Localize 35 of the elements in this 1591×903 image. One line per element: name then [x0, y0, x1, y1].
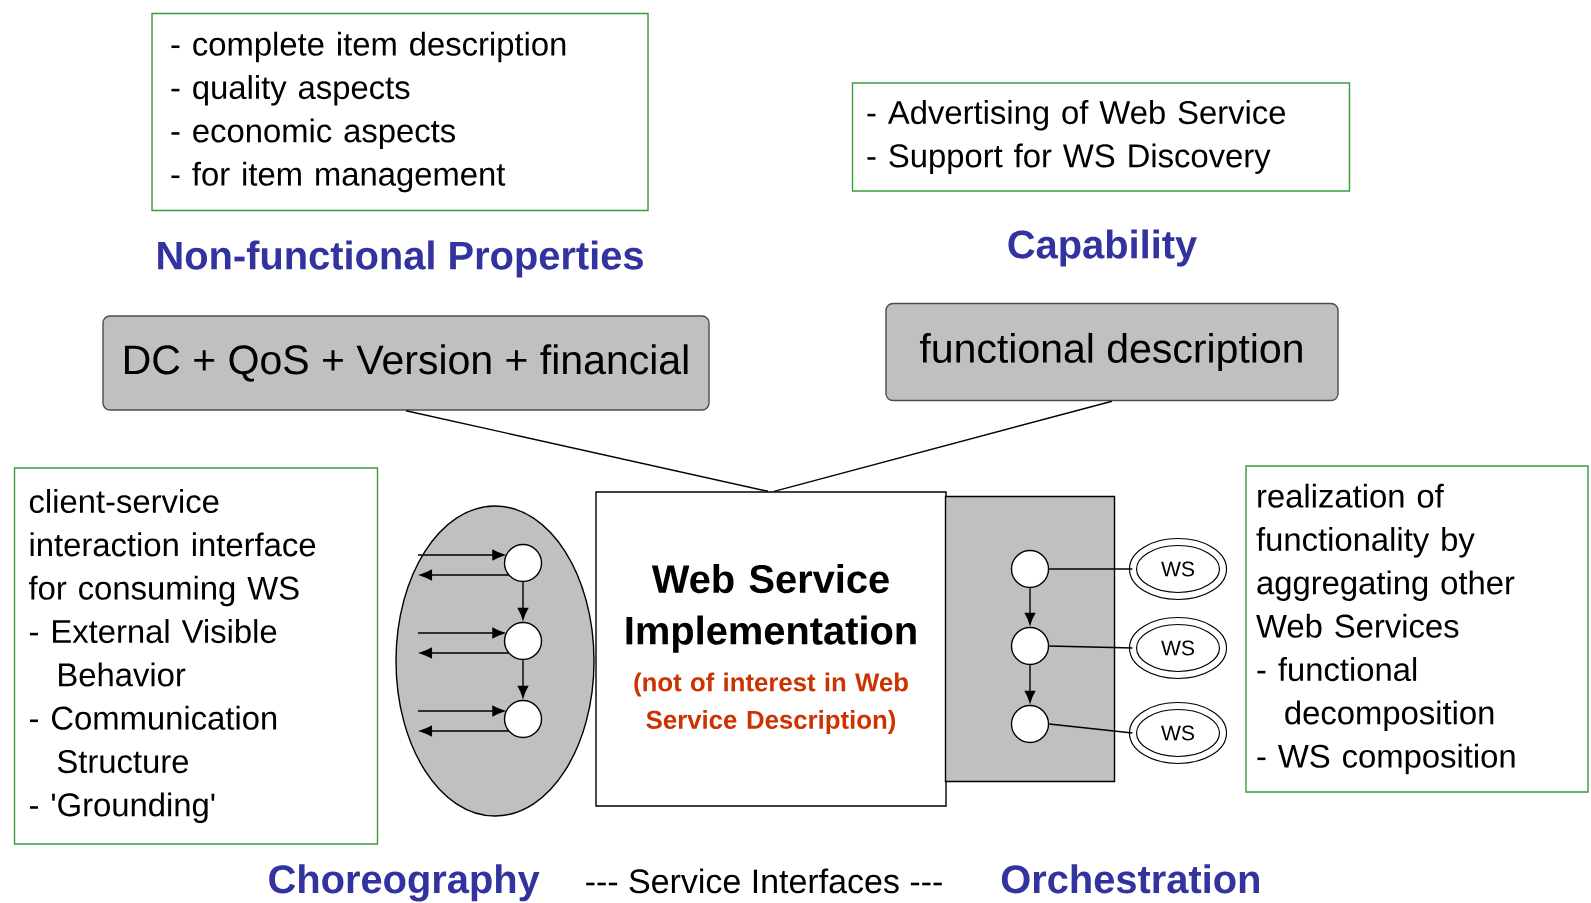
connector-line: [1048, 645, 1134, 649]
heading: Choreography: [269, 864, 540, 902]
arrow: [417, 549, 505, 561]
arrow: [417, 705, 505, 717]
text-box: - complete item description - quality aspects - economic aspects - for item management: [151, 12, 649, 212]
heading: Non-functional Properties: [158, 240, 643, 278]
choreography-ellipse: [395, 505, 595, 817]
arrow: [419, 725, 510, 737]
state-circle: [503, 543, 543, 583]
arrow: [517, 581, 529, 620]
state-circle: [503, 621, 543, 661]
caption-text: --- Service Interfaces ---: [586, 868, 942, 894]
text-box: - Advertising of Web Service - Support for WS Discovery: [851, 82, 1351, 192]
arrow: [1024, 587, 1036, 625]
description-box: DC + QoS + Version + financial: [102, 315, 710, 411]
connector-line: [405, 410, 769, 492]
connector-line: [1048, 568, 1134, 570]
state-circle: [1010, 626, 1050, 666]
heading: Orchestration: [1001, 864, 1259, 894]
arrow: [1024, 664, 1036, 703]
state-circle: [1010, 704, 1050, 744]
state-circle: [1010, 549, 1050, 589]
arrow: [517, 659, 529, 698]
text-box: realization of functionality by aggregating other Web Services - functional decomposition - WS composition: [1245, 465, 1589, 793]
connector-line: [1048, 723, 1134, 734]
arrow: [417, 627, 505, 639]
arrow: [419, 569, 510, 581]
arrow: [419, 647, 510, 659]
description-box: functional description: [885, 302, 1339, 402]
orchestration-panel: [944, 495, 1116, 783]
state-circle: [503, 699, 543, 739]
implementation-box: Web Service Implementation (not of interest in Web Service Description): [595, 491, 947, 807]
heading: Capability: [1008, 229, 1197, 267]
connector-line: [773, 400, 1113, 492]
text-box: client-service interaction interface for consuming WS - External Visible Behavior - Communication Structure - 'Grounding': [13, 467, 379, 845]
